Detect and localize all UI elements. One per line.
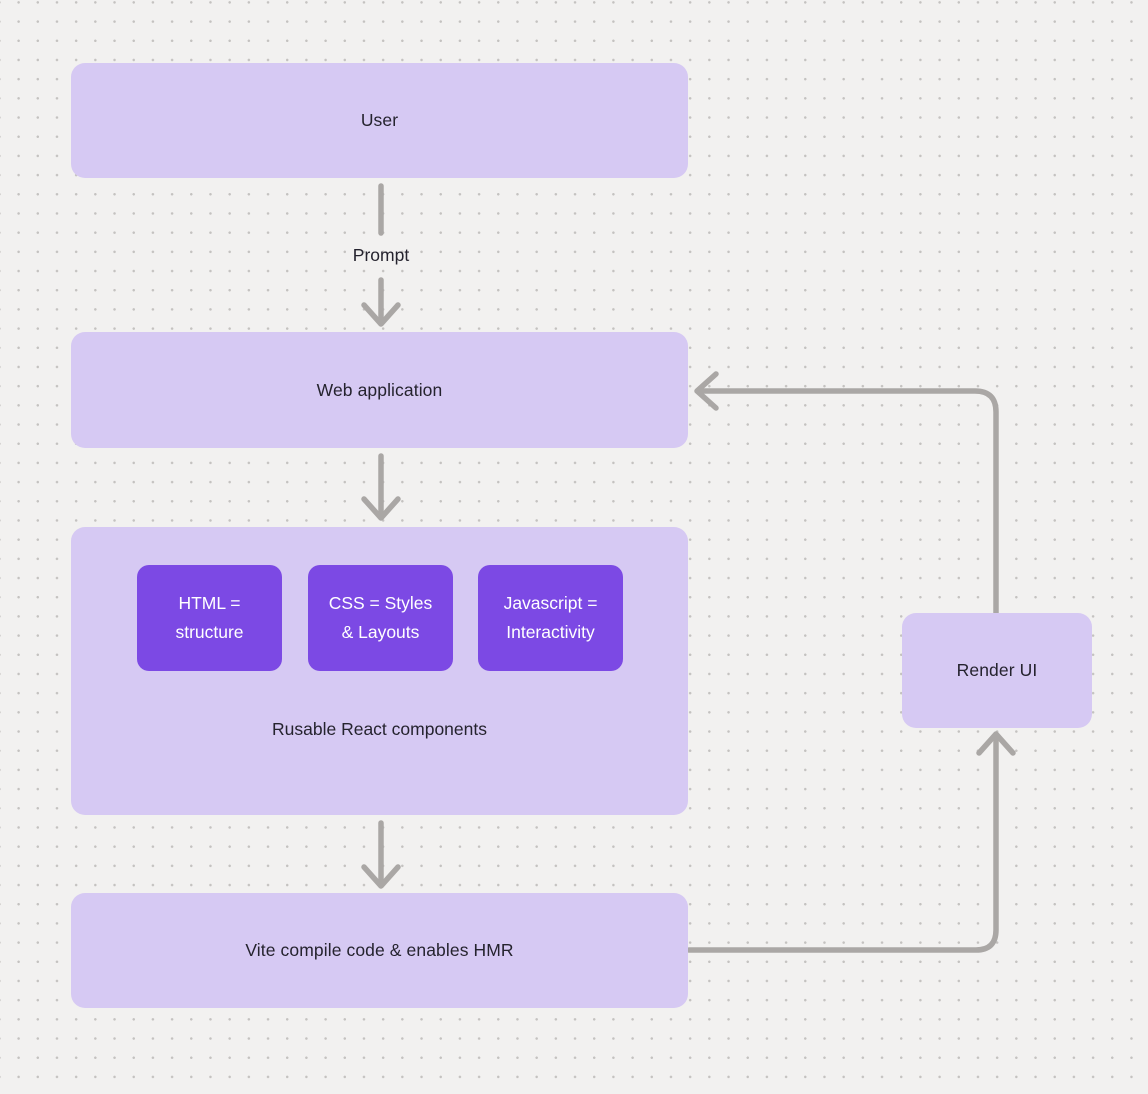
arrowhead-down-icon [361, 302, 401, 327]
group-reusable-react-components-label: Rusable React components [272, 719, 487, 739]
chip-javascript-label: Javascript = Interactivity [503, 593, 598, 642]
arrow-user-to-web-application [361, 183, 401, 327]
edge-label-prompt: Prompt [352, 245, 410, 265]
node-vite[interactable]: Vite compile code & enables HMR [71, 893, 688, 1008]
chip-html[interactable]: HTML = structure [137, 565, 282, 671]
chip-css-label: CSS = Styles & Layouts [328, 593, 433, 642]
arrow-web-application-to-components [361, 453, 401, 521]
arrowhead-down-icon [361, 864, 401, 889]
node-user-label: User [360, 110, 399, 130]
node-vite-label: Vite compile code & enables HMR [245, 940, 514, 960]
node-web-application[interactable]: Web application [71, 332, 688, 448]
arrow-vite-to-render-ui [686, 731, 1016, 953]
arrow-render-ui-to-web-application [694, 371, 999, 616]
chip-html-label: HTML = structure [175, 593, 244, 642]
node-render-ui-label: Render UI [956, 660, 1038, 680]
chip-css[interactable]: CSS = Styles & Layouts [308, 565, 453, 671]
node-render-ui[interactable]: Render UI [902, 613, 1092, 728]
arrowhead-up-icon [976, 731, 1016, 756]
arrowhead-left-icon [694, 371, 719, 411]
arrow-components-to-vite [361, 820, 401, 889]
node-web-application-label: Web application [316, 379, 443, 400]
node-user[interactable]: User [71, 63, 688, 178]
arrowhead-down-icon [361, 496, 401, 521]
chip-javascript[interactable]: Javascript = Interactivity [478, 565, 623, 671]
